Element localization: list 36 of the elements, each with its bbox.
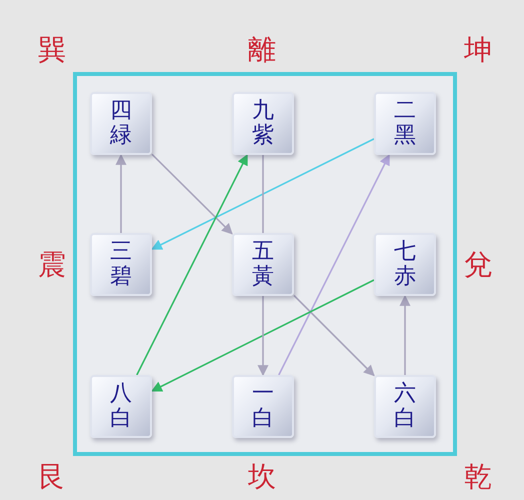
- star-name: 五黃: [252, 240, 274, 289]
- arrow: [400, 294, 410, 375]
- star-name: 六白: [394, 382, 416, 431]
- direction-label: 坤: [464, 36, 492, 64]
- arrow: [278, 154, 390, 376]
- frame-border: [73, 72, 457, 456]
- star-name: 二黑: [394, 99, 416, 148]
- direction-label: 艮: [38, 463, 66, 491]
- direction-label: 乾: [464, 463, 492, 491]
- star-key: [90, 233, 152, 296]
- star-key: [232, 233, 294, 296]
- arrow: [151, 138, 374, 250]
- arrow: [151, 279, 374, 392]
- arrow: [136, 154, 248, 376]
- star-name: 九紫: [252, 99, 274, 148]
- star-name: 八白: [110, 382, 132, 431]
- star-key: [374, 92, 436, 155]
- direction-label: 兌: [464, 251, 492, 279]
- arrow: [116, 154, 126, 233]
- direction-label: 坎: [248, 463, 276, 491]
- star-key: [374, 233, 436, 296]
- star-name: 三碧: [110, 240, 132, 289]
- star-key: [232, 92, 294, 155]
- arrow: [151, 154, 233, 234]
- arrow: [258, 296, 268, 376]
- star-key: [232, 375, 294, 438]
- star-name: 四緑: [110, 99, 132, 148]
- direction-label: 巽: [38, 36, 66, 64]
- arrow: [293, 294, 375, 376]
- star-key: [90, 92, 152, 155]
- direction-label: 離: [248, 36, 276, 64]
- star-name: 一白: [252, 382, 274, 431]
- star-key: [90, 375, 152, 438]
- star-key: [374, 375, 436, 438]
- direction-label: 震: [38, 251, 66, 279]
- star-name: 七赤: [394, 240, 416, 289]
